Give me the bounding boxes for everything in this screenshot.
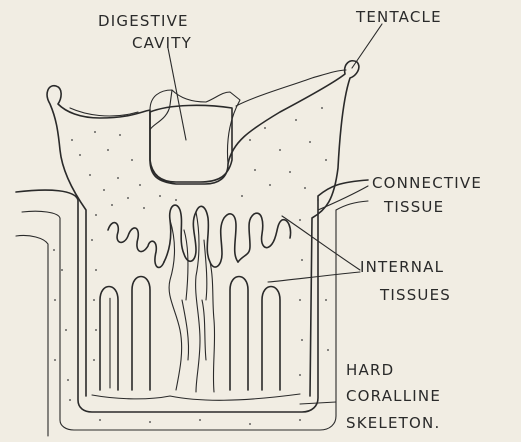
label-internal-line2: TISSUES: [379, 286, 451, 304]
label-connective-line1: CONNECTIVE: [372, 174, 482, 192]
leader-internal-tissues-2: [268, 272, 360, 282]
label-tentacle: TENTACLE: [355, 8, 442, 26]
leader-digestive-cavity: [168, 48, 186, 140]
label-digestive-line1: DIGESTIVE: [98, 12, 189, 30]
label-skeleton-line1: HARD: [346, 361, 394, 379]
polyp-body: [47, 61, 359, 396]
leader-internal-tissues-1: [282, 216, 360, 270]
internal-tissues: [92, 205, 300, 400]
connective-tissue-stipple: [53, 107, 329, 425]
label-skeleton-line2: CORALLINE: [346, 387, 441, 405]
digestive-cavity: [150, 105, 232, 182]
label-internal-line1: INTERNAL: [360, 258, 444, 276]
label-digestive-line2: CAVITY: [132, 34, 192, 52]
label-skeleton-line3: SKELETON.: [346, 414, 440, 432]
label-connective-line2: TISSUE: [383, 198, 444, 216]
leader-tentacle: [352, 24, 382, 68]
coralline-skeleton: [16, 180, 368, 436]
